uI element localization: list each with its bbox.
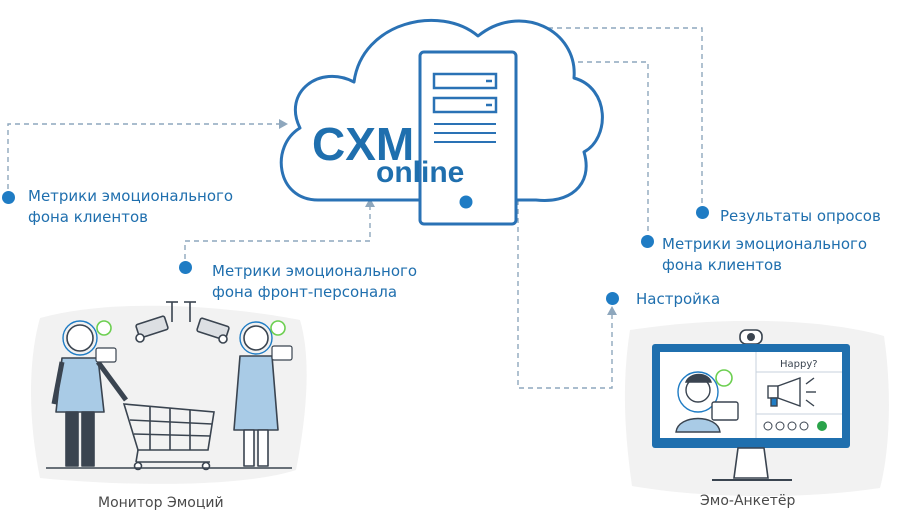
bullet-dot <box>696 206 709 219</box>
logo-cxm: CXM <box>312 118 414 170</box>
label-client-emotion-metrics-left: Метрики эмоционального фона клиентов <box>28 186 233 228</box>
label-line: Метрики эмоционального <box>212 262 418 280</box>
shopper-person-icon <box>51 320 129 467</box>
bullet-dot <box>2 191 15 204</box>
camera-icon <box>135 301 230 344</box>
label-line: фона клиентов <box>662 256 782 274</box>
label-line: фона фронт-персонала <box>212 283 398 301</box>
bullet-dot <box>179 261 192 274</box>
caption-emotion-monitor: Монитор Эмоций <box>98 495 224 511</box>
caption-emo-surveyor: Эмо-Анкетёр <box>700 493 796 509</box>
megaphone-icon <box>767 377 816 407</box>
kiosk-customer-icon <box>675 369 739 433</box>
label-line: Метрики эмоционального <box>662 235 868 253</box>
screen-question: Happy? <box>780 359 818 370</box>
label-line: фона клиентов <box>28 208 148 226</box>
bullet-dot <box>641 235 654 248</box>
rating-options <box>763 421 827 431</box>
logo-online: online <box>376 156 464 189</box>
label-survey-results: Результаты опросов <box>720 207 881 225</box>
bullet-dot <box>606 292 619 305</box>
dashed-connectors <box>7 27 703 389</box>
label-settings: Настройка <box>636 290 721 308</box>
label-front-staff-emotion-metrics: Метрики эмоционального фона фронт-персон… <box>212 261 417 303</box>
staff-person-icon <box>233 320 293 467</box>
server-icon <box>418 50 518 226</box>
label-line: Метрики эмоционального <box>28 187 234 205</box>
label-client-emotion-metrics-right: Метрики эмоционального фона клиентов <box>662 234 867 276</box>
